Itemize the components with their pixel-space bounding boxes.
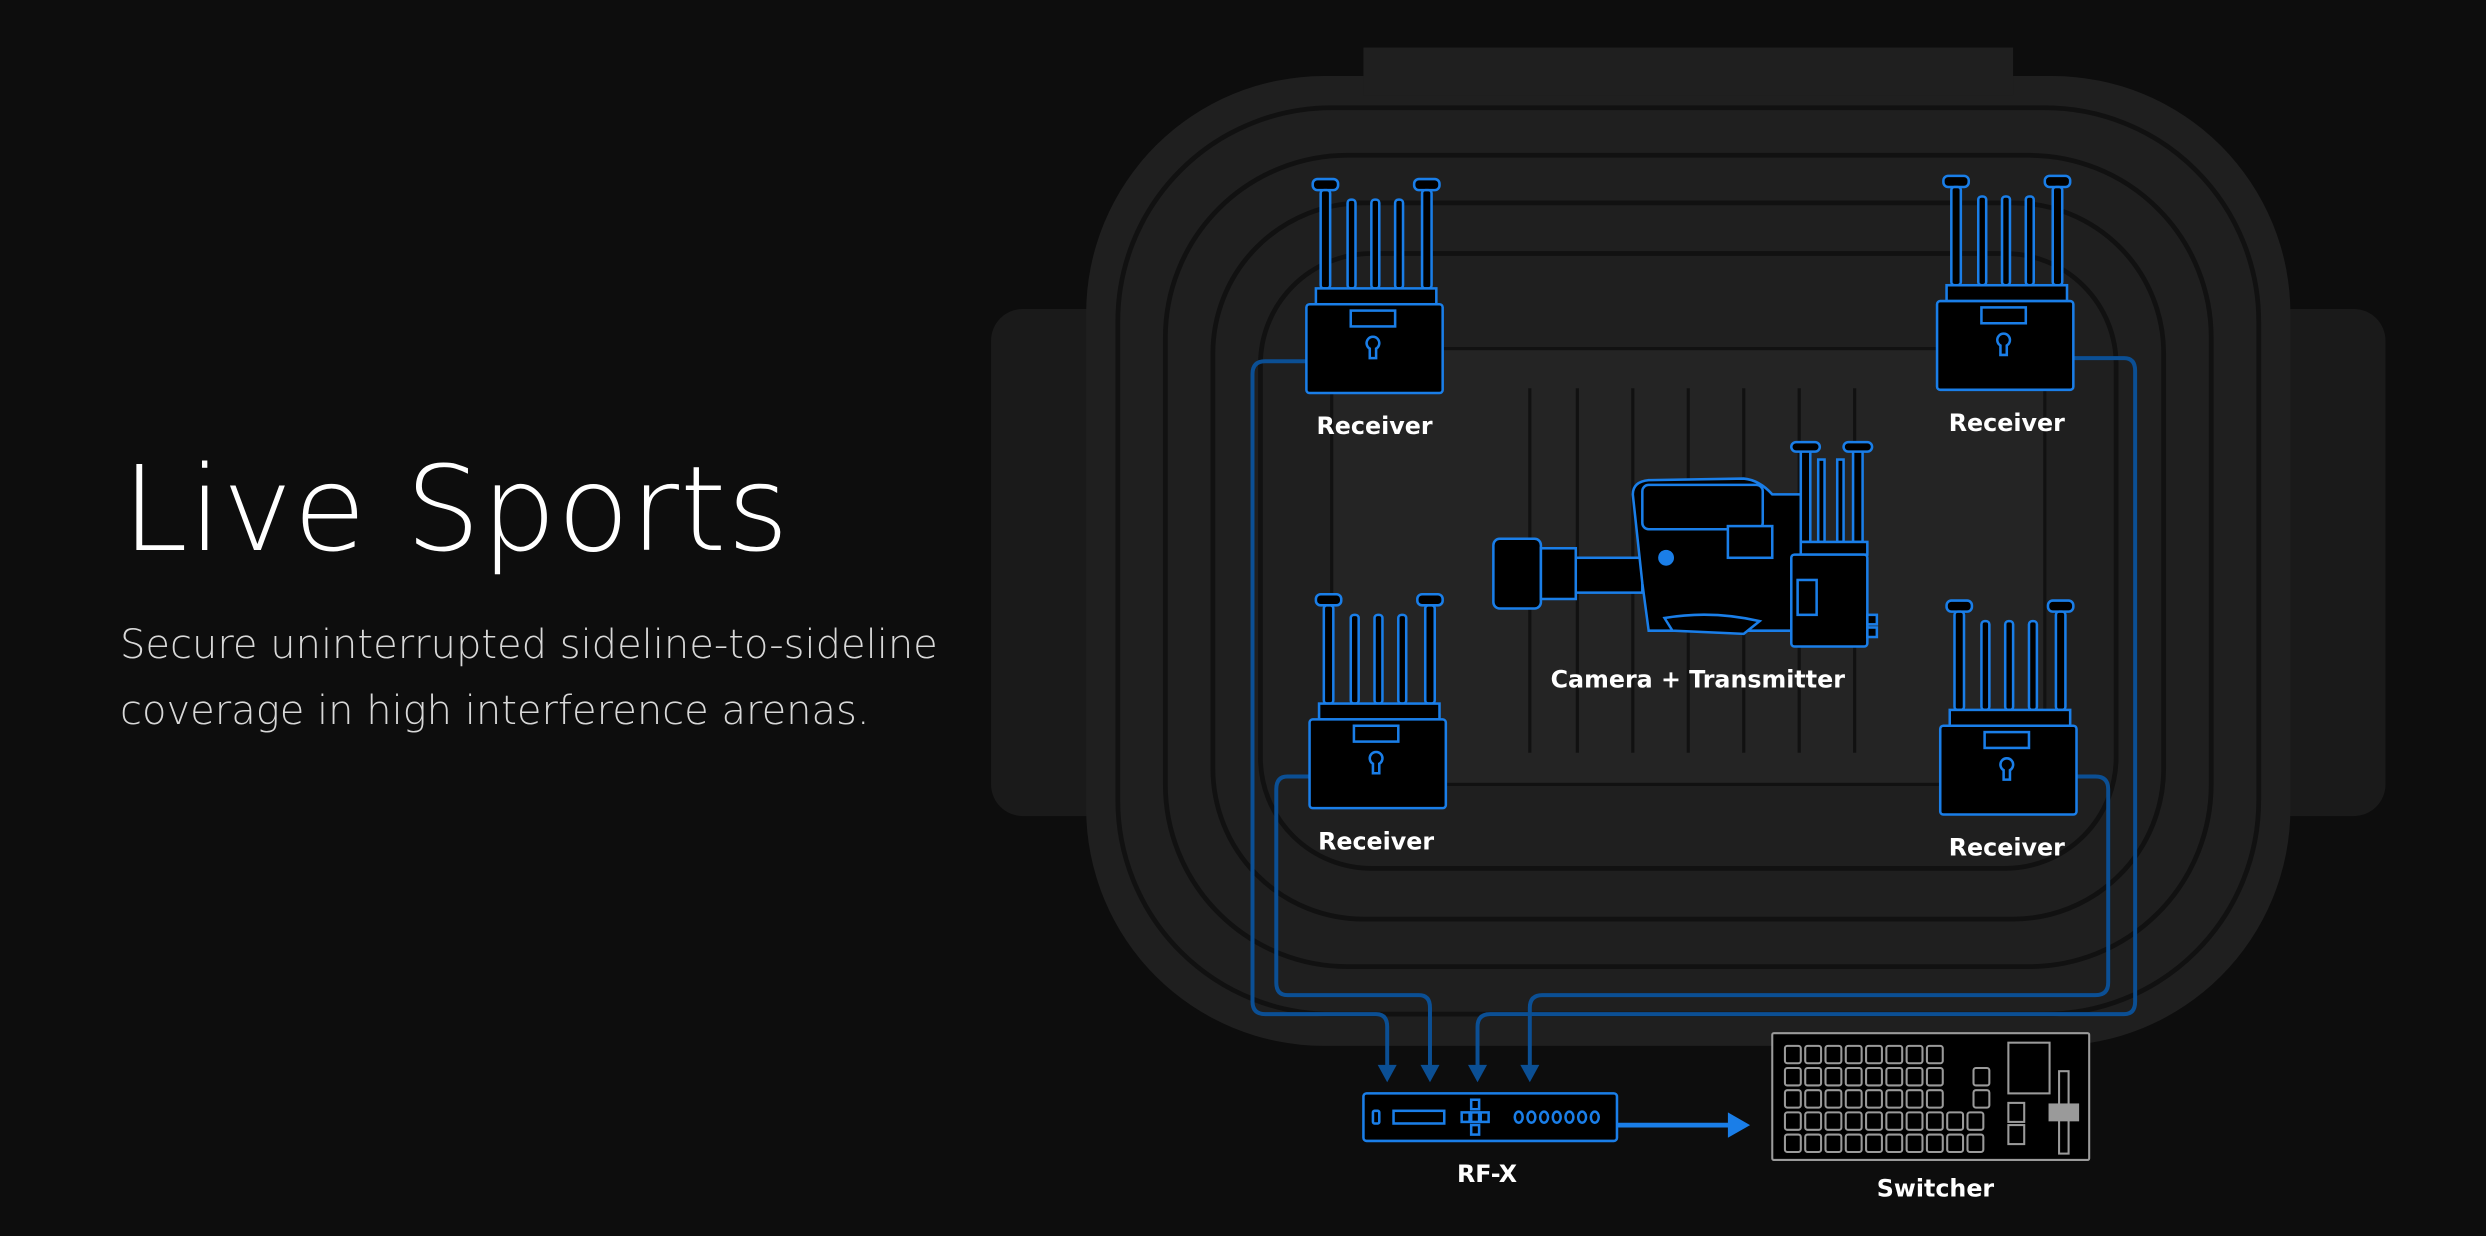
receiver-label: Receiver xyxy=(1317,412,1433,440)
switcher-button xyxy=(1925,1044,1944,1065)
arrow-icons xyxy=(1377,1064,1540,1083)
receiver-bottom-left-icon xyxy=(1308,592,1448,810)
receiver-label: Receiver xyxy=(1949,409,2065,437)
switcher-button xyxy=(1925,1067,1944,1087)
camera-transmitter-icon xyxy=(1492,440,1879,648)
switcher-button xyxy=(1844,1089,1863,1109)
switcher-button xyxy=(1905,1089,1924,1109)
switcher-button xyxy=(1804,1067,1823,1087)
switcher-button xyxy=(1824,1111,1843,1131)
switcher-button xyxy=(1824,1067,1843,1087)
rfx-label: RF-X xyxy=(1457,1160,1517,1188)
switcher-button xyxy=(1844,1111,1863,1131)
switcher-button xyxy=(1865,1089,1883,1109)
switcher-button xyxy=(1824,1133,1843,1154)
switcher-button xyxy=(1865,1111,1883,1131)
switcher-button xyxy=(1972,1067,1991,1087)
switcher-button xyxy=(1885,1133,1904,1154)
switcher-button xyxy=(1905,1044,1924,1065)
switcher-button xyxy=(1972,1089,1991,1109)
switcher-button xyxy=(1804,1111,1823,1131)
switcher-button xyxy=(1783,1067,1802,1087)
camera-transmitter-label: Camera + Transmitter xyxy=(1551,666,1846,694)
receiver-bottom-right-icon xyxy=(1938,599,2078,816)
switcher-button xyxy=(1885,1067,1904,1087)
switcher-button xyxy=(1804,1044,1823,1065)
switcher-button xyxy=(1966,1133,1985,1154)
switcher-button xyxy=(1783,1089,1802,1109)
switcher-button xyxy=(1905,1111,1924,1131)
switcher-button xyxy=(1865,1044,1883,1065)
switcher-button xyxy=(1844,1067,1863,1087)
switcher-button xyxy=(1905,1067,1924,1087)
switcher-button xyxy=(1783,1044,1802,1065)
switcher-button xyxy=(1966,1111,1985,1131)
switcher-button xyxy=(1946,1133,1965,1154)
switcher-button xyxy=(1925,1089,1944,1109)
switcher-button xyxy=(1804,1133,1823,1154)
switcher-button xyxy=(1905,1133,1924,1154)
switcher-button xyxy=(1824,1044,1843,1065)
switcher-button xyxy=(1865,1133,1883,1154)
switcher-button xyxy=(1885,1044,1904,1065)
switcher-button xyxy=(1824,1089,1843,1109)
receiver-top-left-icon xyxy=(1305,177,1444,395)
switcher-button xyxy=(1783,1133,1802,1154)
receiver-label: Receiver xyxy=(1949,834,2065,862)
switcher-button xyxy=(1885,1089,1904,1109)
switcher-button xyxy=(1844,1044,1863,1065)
arrow-right-icon xyxy=(1616,1112,1751,1138)
signal-lines xyxy=(1250,356,2138,1070)
receiver-label: Receiver xyxy=(1318,827,1434,855)
switcher-icon xyxy=(1771,1032,2091,1161)
switcher-button xyxy=(1865,1067,1883,1087)
switcher-button xyxy=(1925,1133,1944,1154)
switcher-button xyxy=(1804,1089,1823,1109)
switcher-button xyxy=(1885,1111,1904,1131)
switcher-label: Switcher xyxy=(1877,1174,1995,1202)
page-title: Live Sports xyxy=(122,440,790,578)
switcher-button xyxy=(1946,1111,1965,1131)
page-description: Secure uninterrupted sideline-to-sidelin… xyxy=(120,622,938,734)
switcher-button xyxy=(1925,1111,1944,1131)
switcher-button xyxy=(1783,1111,1802,1131)
switcher-button xyxy=(1844,1133,1863,1154)
rfx-icon xyxy=(1362,1092,1619,1143)
receiver-top-right-icon xyxy=(1935,174,2075,392)
